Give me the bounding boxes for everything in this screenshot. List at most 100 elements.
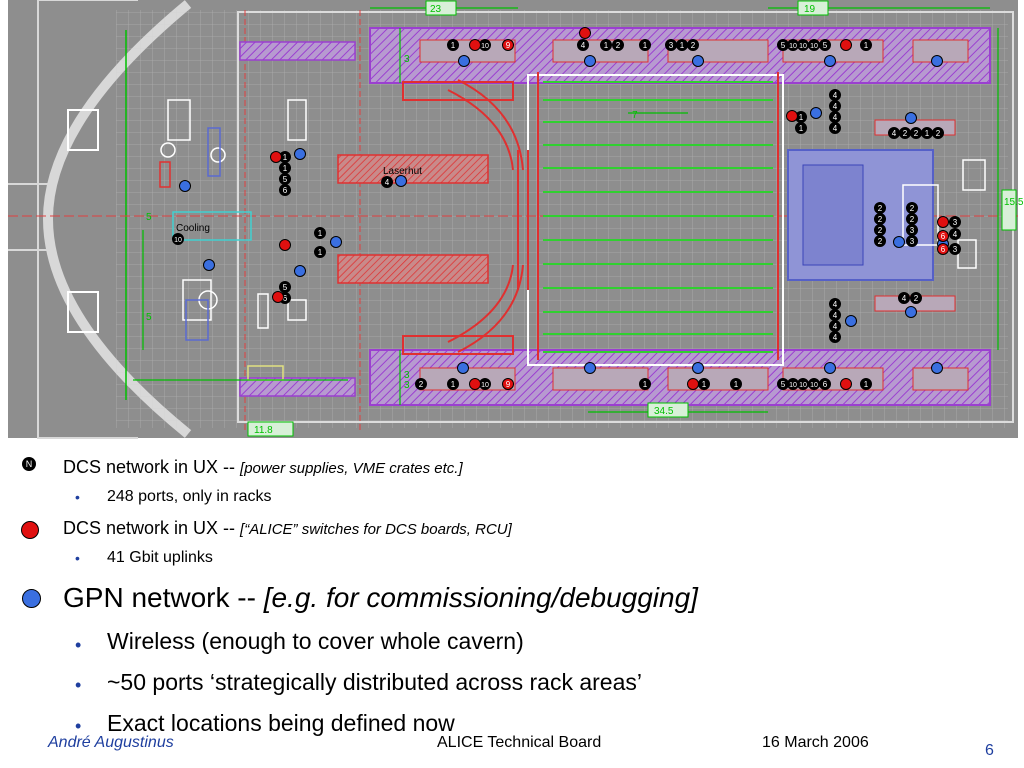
dcs-power-marker-label: 2 (878, 237, 883, 246)
page-number: 6 (985, 742, 994, 759)
gpn-marker (294, 148, 306, 160)
dcs-power-marker-label: N (25, 459, 33, 469)
gpn-marker (330, 236, 342, 248)
legend-item-dcs-power-detail: [power supplies, VME crates etc.] (240, 460, 463, 477)
dcs-power-marker-label: 3 (953, 245, 958, 254)
dcs-power-marker (612, 39, 624, 51)
bullet-icon: • (75, 550, 80, 566)
dcs-power-marker-label: 6 (823, 380, 828, 389)
dcs-power-marker-label: 10 (799, 382, 807, 389)
legend: N DCS network in UX -- [power supplies, … (0, 452, 1024, 742)
dcs-power-marker-label: 10 (174, 237, 182, 244)
dim-5-left: 5 (146, 312, 152, 323)
dcs-power-marker-label: 1 (451, 380, 456, 389)
dcs-alice-marker (279, 239, 291, 251)
dcs-power-marker (172, 233, 184, 245)
dcs-power-marker-label: 1 (799, 124, 804, 133)
dcs-power-marker (860, 39, 872, 51)
legend-sub-wireless: Wireless (enough to cover whole cavern) (107, 628, 524, 654)
dcs-power-marker (949, 243, 961, 255)
gpn-marker (893, 236, 905, 248)
dcs-alice-marker (469, 378, 481, 390)
dcs-power-marker-label: 4 (892, 129, 897, 138)
dcs-power-marker-label: 6 (283, 294, 288, 303)
dim-5-mid: 5 (146, 212, 152, 223)
dcs-power-marker-label: 4 (833, 311, 838, 320)
dcs-power-marker (447, 378, 459, 390)
legend-sub-50-ports: ~50 ports ‘strategically distributed acr… (107, 669, 642, 695)
bullet-icon: • (75, 675, 82, 695)
dcs-alice-marker (272, 291, 284, 303)
legend-sub-gbit-uplinks: 41 Gbit uplinks (107, 549, 213, 566)
dcs-power-marker (829, 331, 841, 343)
dcs-alice-marker-label: 6 (941, 232, 946, 241)
gpn-marker (905, 112, 917, 124)
dcs-power-marker-label: 6 (283, 186, 288, 195)
gpn-marker (931, 362, 943, 374)
dcs-power-marker (314, 246, 326, 258)
dcs-power-marker (910, 292, 922, 304)
dcs-power-marker-label: 1 (643, 41, 648, 50)
dcs-power-marker-label: 4 (833, 102, 838, 111)
gpn-marker (692, 362, 704, 374)
dcs-power-marker-label: 1 (925, 129, 930, 138)
dcs-power-marker (949, 228, 961, 240)
dcs-power-marker (795, 122, 807, 134)
dcs-power-marker-label: 4 (833, 333, 838, 342)
dcs-alice-marker (270, 151, 282, 163)
dcs-power-marker (932, 127, 944, 139)
dcs-alice-marker (687, 378, 699, 390)
dcs-power-marker-label: 1 (318, 229, 323, 238)
gpn-marker (458, 55, 470, 67)
dim-15-5: 15.5 (1004, 197, 1024, 208)
dcs-power-marker-label: 10 (799, 43, 807, 50)
dcs-power-marker-label: 10 (481, 382, 489, 389)
dcs-power-marker-label: 1 (318, 248, 323, 257)
dim-3-lower: 3 (404, 380, 410, 391)
dcs-alice-marker (840, 39, 852, 51)
dcs-power-marker-label: 10 (789, 43, 797, 50)
dcs-power-marker-label: 10 (481, 43, 489, 50)
dcs-alice-marker (502, 378, 514, 390)
gpn-marker (692, 55, 704, 67)
dcs-power-marker-label: 2 (878, 226, 883, 235)
footer-date: 16 March 2006 (762, 734, 869, 751)
dcs-alice-marker-icon (21, 521, 39, 539)
dcs-power-marker-label: 2 (616, 41, 621, 50)
dcs-power-marker-label: 1 (864, 380, 869, 389)
dcs-power-marker-label: 3 (910, 237, 915, 246)
gpn-marker (824, 55, 836, 67)
dcs-power-marker-label: 3 (669, 41, 674, 50)
dcs-power-marker (819, 378, 831, 390)
dcs-power-marker (687, 39, 699, 51)
gpn-marker (810, 107, 822, 119)
dcs-power-marker-label: 5 (823, 41, 828, 50)
gpn-marker (203, 259, 215, 271)
dcs-alice-marker-label: 9 (506, 380, 511, 389)
dim-3-top: 3 (404, 54, 410, 65)
dcs-power-marker (600, 39, 612, 51)
dcs-power-marker-label: 4 (581, 41, 586, 50)
dcs-power-marker-label: 3 (910, 226, 915, 235)
dcs-power-marker-label: 2 (878, 215, 883, 224)
dcs-power-marker-label: 4 (953, 230, 958, 239)
dcs-power-marker (381, 176, 393, 188)
dcs-power-marker-label: 4 (833, 124, 838, 133)
dim-23: 23 (430, 4, 442, 15)
dcs-power-marker-icon: N (22, 457, 36, 471)
dcs-power-marker-label: 1 (734, 380, 739, 389)
dcs-power-marker-label: 5 (781, 41, 786, 50)
dcs-power-marker-label: 2 (903, 129, 908, 138)
dcs-alice-marker (469, 39, 481, 51)
dcs-power-marker-label: 2 (910, 204, 915, 213)
dcs-power-marker-label: 4 (833, 91, 838, 100)
dcs-power-marker (577, 39, 589, 51)
dcs-alice-marker (786, 110, 798, 122)
dim-11-8: 11.8 (254, 425, 273, 436)
dim-19: 19 (804, 4, 816, 15)
dcs-power-marker-label: 1 (604, 41, 609, 50)
dcs-power-marker (314, 227, 326, 239)
dcs-power-marker-label: 1 (680, 41, 685, 50)
dcs-power-marker-label: 2 (914, 129, 919, 138)
dcs-power-marker-label: 3 (953, 218, 958, 227)
